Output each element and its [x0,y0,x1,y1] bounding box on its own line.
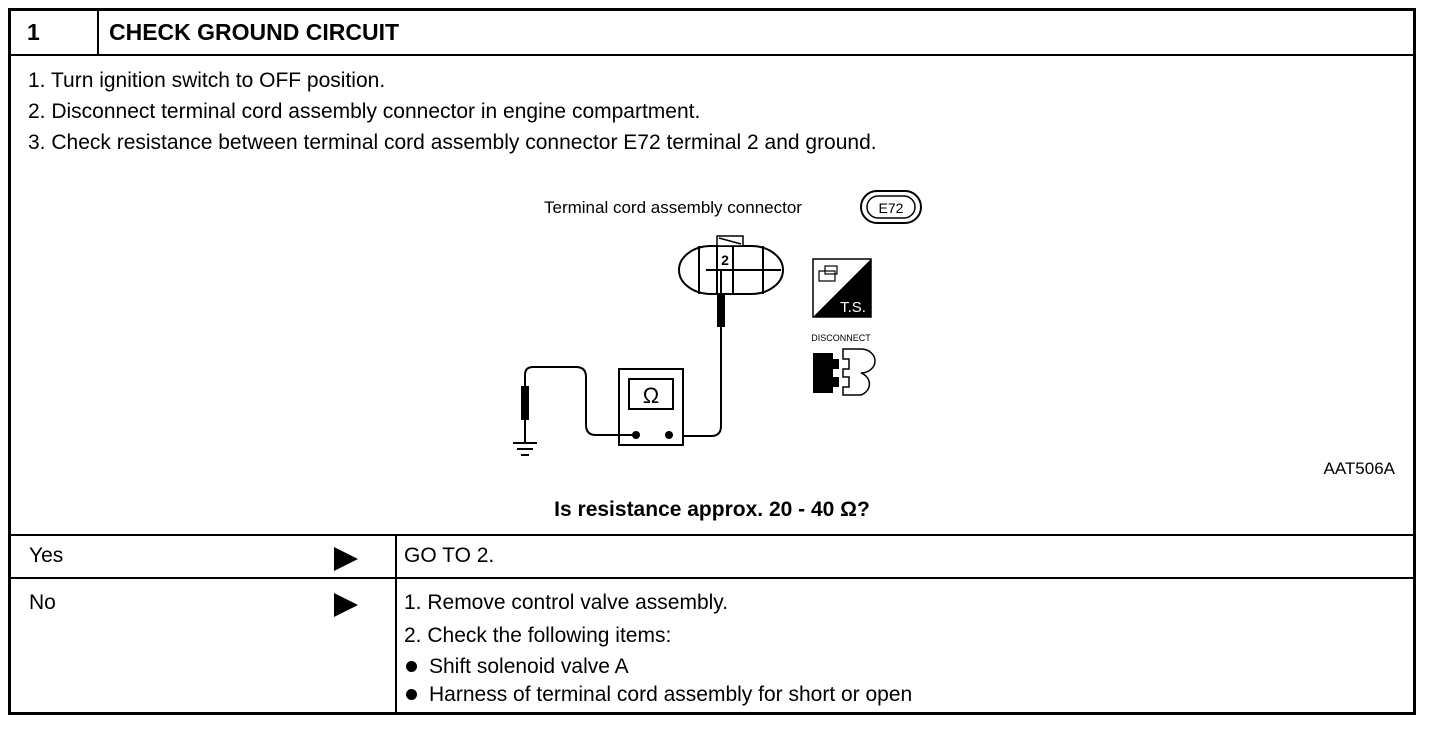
instruction-item: 2. Disconnect terminal cord assembly con… [28,100,701,123]
check-item-text: Shift solenoid valve A [429,655,629,678]
step-title: CHECK GROUND CIRCUIT [109,19,400,45]
terminal-number: 2 [721,252,729,268]
probe-lead-terminal [671,270,725,437]
ts-icon: T.S. [812,258,872,318]
connector-id-text: E72 [879,200,904,216]
disconnect-label: DISCONNECT [811,333,871,343]
action-no-line: 2. Check the following items: [404,624,672,647]
connector-label: Terminal cord assembly connector [544,198,802,218]
arrow-icon [334,547,358,571]
check-question: Is resistance approx. 20 - 40 Ω? [554,498,870,521]
ground-symbol [513,442,537,456]
connector-body: 2 [678,235,784,295]
disconnect-icon: DISCONNECT [811,333,876,396]
wiring-diagram: E72 2 Ω [513,190,922,456]
instruction-list: 1. Turn ignition switch to OFF position.… [28,65,877,158]
bullet-icon [406,688,417,700]
figure-code: AAT506A [1323,459,1395,478]
action-yes: GO TO 2. [404,544,495,567]
ohm-symbol: Ω [643,383,659,408]
diagnostic-step-table: 1 CHECK GROUND CIRCUIT 1. Turn ignition … [8,8,1416,715]
step-header: 1 CHECK GROUND CIRCUIT [11,11,1413,56]
divider [11,577,1413,579]
action-no-line: 1. Remove control valve assembly. [404,591,729,614]
ts-label: T.S. [840,299,866,316]
check-item: Shift solenoid valve A [404,655,629,679]
answer-no: No [29,591,56,614]
divider [11,534,1413,536]
arrow-icon [334,593,358,617]
answer-yes: Yes [29,544,64,567]
instruction-item: 1. Turn ignition switch to OFF position. [28,69,386,92]
connector-id-badge: E72 [860,190,922,224]
bullet-icon [406,660,417,672]
check-item: Harness of terminal cord assembly for sh… [404,683,912,707]
step-number: 1 [11,11,99,54]
check-item-text: Harness of terminal cord assembly for sh… [429,683,913,706]
ohmmeter: Ω [618,368,684,446]
instruction-item: 3. Check resistance between terminal cor… [28,131,877,154]
divider [395,534,397,712]
probe-lead-ground [521,366,636,443]
connector-label-text: Terminal cord assembly connector [544,198,802,217]
